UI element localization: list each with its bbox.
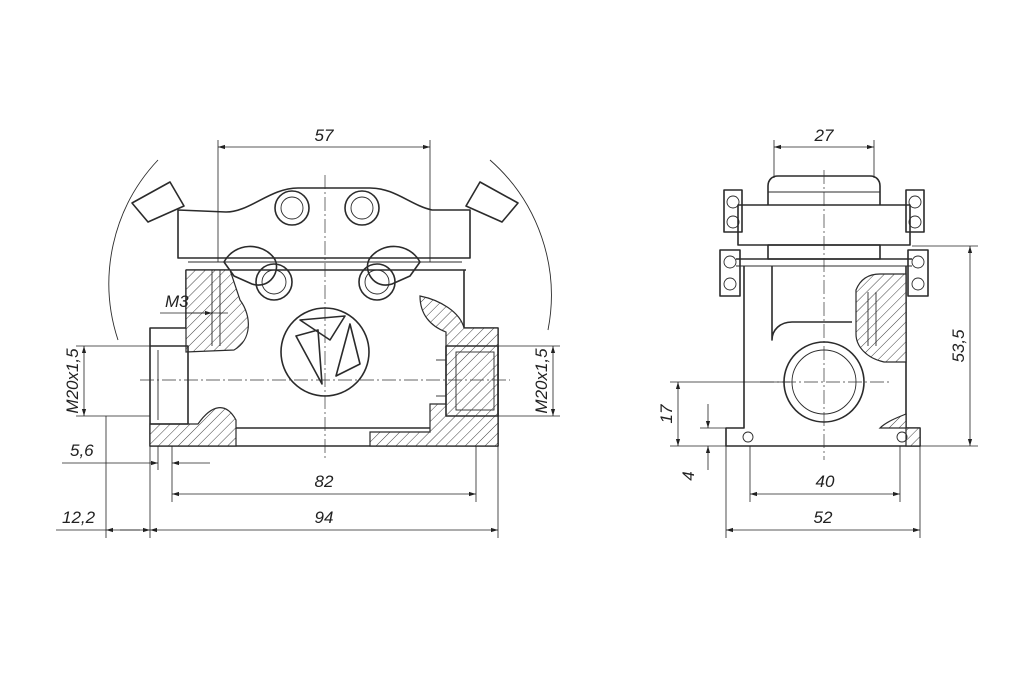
dim-57-label: 57 bbox=[315, 126, 334, 145]
screw-top-right bbox=[344, 190, 380, 226]
side-view bbox=[719, 170, 929, 460]
screw-lower-right bbox=[358, 263, 396, 301]
dim-4-label: 4 bbox=[679, 471, 698, 480]
section-wall-right bbox=[369, 295, 499, 447]
section-wall-left bbox=[185, 269, 249, 353]
cable-gland-left bbox=[150, 345, 189, 425]
dim-94-label: 94 bbox=[315, 508, 334, 527]
screw-top-left bbox=[274, 190, 310, 226]
logo-fin-right bbox=[335, 323, 361, 377]
dim-82-label: 82 bbox=[315, 472, 334, 491]
guide-slot-left bbox=[223, 245, 278, 286]
side-lever-right-bottom bbox=[907, 249, 929, 297]
side-lever-right-top bbox=[905, 189, 925, 233]
dim-thread-right-label: M20x1,5 bbox=[532, 348, 551, 414]
hood-outline bbox=[177, 187, 471, 259]
lever-swing-arc-right bbox=[489, 159, 552, 331]
logo-fin-top bbox=[299, 315, 346, 341]
side-lever-left-top bbox=[723, 189, 743, 233]
dim-12-2-label: 12,2 bbox=[62, 508, 96, 527]
dim-m3-label: M3 bbox=[165, 292, 189, 311]
dim-53-5-label: 53,5 bbox=[949, 329, 968, 363]
screw-lower-left bbox=[255, 263, 293, 301]
dim-thread-left-label: M20x1,5 bbox=[63, 348, 82, 414]
front-view bbox=[108, 159, 552, 460]
dim-40-label: 40 bbox=[816, 472, 835, 491]
dim-27-label: 27 bbox=[814, 126, 834, 145]
side-section-wall bbox=[855, 273, 907, 363]
section-base-left bbox=[149, 407, 237, 447]
locking-lever-right bbox=[465, 181, 519, 223]
dimensions: 57 27 M3 M20x1,5 M20x1,5 53,5 17 bbox=[56, 126, 978, 538]
side-housing-curve bbox=[771, 266, 852, 341]
side-mount-hole-right bbox=[896, 431, 908, 443]
logo-fin-left bbox=[295, 329, 323, 385]
side-lever-left-bottom bbox=[719, 249, 741, 297]
locking-lever-left bbox=[131, 181, 185, 223]
lever-swing-arc-left bbox=[108, 159, 159, 341]
side-mount-hole-left bbox=[742, 431, 754, 443]
dim-17-label: 17 bbox=[657, 404, 676, 423]
guide-slot-right bbox=[366, 245, 421, 286]
dim-52-label: 52 bbox=[814, 508, 833, 527]
cable-gland-right bbox=[445, 345, 499, 417]
side-section-base bbox=[878, 413, 921, 447]
dim-5-6-label: 5,6 bbox=[70, 441, 94, 460]
